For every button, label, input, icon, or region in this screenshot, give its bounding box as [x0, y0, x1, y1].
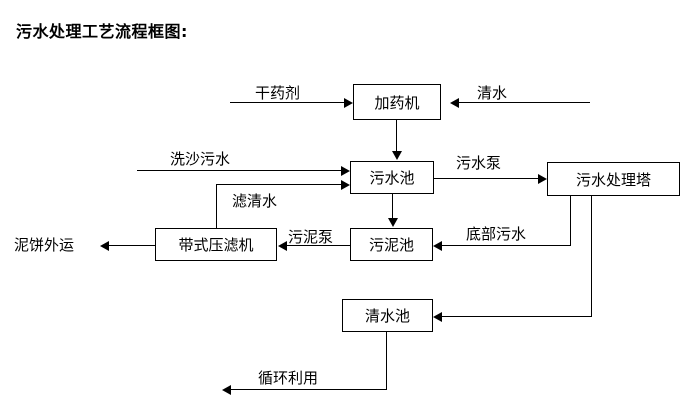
arrowhead-mud-cake-out: [100, 241, 109, 251]
node-label-wastewater-pool: 污水池: [369, 169, 415, 187]
edge-filter-press-to-mud-cake-out: [108, 245, 157, 247]
terminal-label-sand-wash-wastewater: 洗沙污水: [170, 150, 231, 168]
page-title: 污水处理工艺流程框图:: [16, 22, 188, 41]
arrowhead-sand-wash-into-wastewater-pool: [341, 166, 350, 176]
edge-filtered-water-riser: [216, 184, 218, 229]
node-label-dosing-machine: 加药机: [374, 93, 420, 112]
arrowhead-sludge-pump-into-filter-press: [278, 241, 287, 251]
edge-label-recycle-reuse: 循环利用: [258, 369, 319, 387]
edge-filtered-water-to-wastewater-pool: [216, 184, 342, 186]
node-label-treatment-tower: 污水处理塔: [575, 170, 651, 189]
edge-dosing-to-wastewater-pool: [396, 120, 398, 153]
node-wastewater-pool[interactable]: 污水池: [350, 161, 434, 194]
node-sludge-pool[interactable]: 污泥池: [350, 228, 433, 261]
node-belt-filter-press[interactable]: 带式压滤机: [155, 228, 277, 261]
arrowhead-dosing-into-wastewater-pool: [392, 151, 402, 160]
node-label-sludge-pool: 污泥池: [368, 236, 414, 254]
edge-sand-wash-to-wastewater-pool: [137, 170, 342, 172]
edge-wastewater-pool-to-sludge-pool: [392, 194, 394, 220]
arrowhead-wastewater-pump-into-tower: [538, 174, 547, 184]
edge-label-wastewater-pump: 污水泵: [456, 154, 502, 172]
arrowhead-into-clear-water-pool: [433, 312, 442, 322]
edge-label-filtered-clear-water: 滤清水: [232, 192, 278, 210]
edge-wastewater-pump: [434, 178, 539, 180]
edge-tower-to-clear-water-riser: [591, 196, 593, 317]
edge-bottom-wastewater-riser: [570, 196, 572, 246]
arrowhead-filtered-water-into-wastewater-pool: [341, 180, 350, 190]
arrowhead-dry-chemical-into-dosing: [344, 98, 353, 108]
node-treatment-tower[interactable]: 污水处理塔: [547, 162, 680, 196]
edge-label-bottom-wastewater: 底部污水: [466, 225, 527, 243]
edge-recycle-riser: [386, 332, 388, 390]
arrowhead-into-sludge-pool: [388, 218, 398, 227]
edge-tower-to-clear-water-pool: [441, 316, 592, 318]
edge-bottom-wastewater-to-sludge-pool: [441, 245, 571, 247]
edge-clean-water-to-dosing: [459, 102, 590, 104]
terminal-label-mud-cake-out: 泥饼外运: [14, 236, 75, 254]
node-dosing-machine[interactable]: 加药机: [353, 84, 441, 120]
node-clear-water-pool[interactable]: 清水池: [342, 299, 433, 332]
arrowhead-bottom-wastewater-into-sludge-pool: [433, 241, 442, 251]
edge-recycle-reuse: [230, 389, 387, 391]
node-label-belt-filter-press: 带式压滤机: [178, 236, 254, 254]
terminal-label-dry-chemical: 干药剂: [255, 84, 301, 102]
edge-sludge-pump: [286, 245, 350, 247]
terminal-label-clean-water: 清水: [477, 84, 508, 102]
node-label-clear-water-pool: 清水池: [364, 307, 410, 325]
edge-dry-chemical-to-dosing: [230, 102, 344, 104]
arrowhead-recycle-reuse: [222, 385, 231, 395]
arrowhead-clean-water-into-dosing: [450, 98, 459, 108]
edge-label-sludge-pump: 污泥泵: [288, 228, 334, 246]
